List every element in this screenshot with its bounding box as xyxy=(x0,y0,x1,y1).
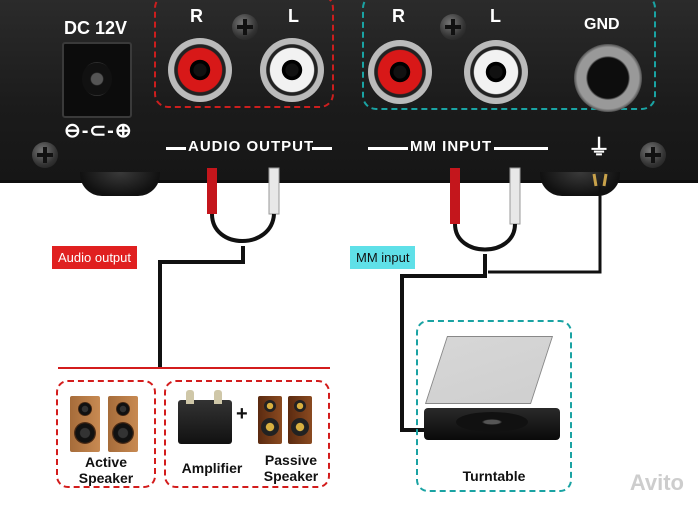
input-white-plug xyxy=(509,167,521,225)
output-red-plug xyxy=(207,168,217,214)
mm-input-zone xyxy=(362,0,656,110)
ground-wire xyxy=(488,186,602,274)
ground-symbol-icon: ⏚ xyxy=(588,135,611,160)
passive-speaker-caption: Passive Speaker xyxy=(263,452,319,484)
active-speaker-caption: Active Speaker xyxy=(78,454,134,486)
speaker-icon xyxy=(70,396,100,452)
divider xyxy=(494,147,548,150)
amplifier-passive-speaker-card: + Amplifier Passive Speaker xyxy=(164,380,330,488)
speaker-icon xyxy=(108,396,138,452)
mm-input-tag: MM input xyxy=(350,246,416,269)
speaker-icon xyxy=(258,396,282,444)
amplifier-icon xyxy=(178,390,232,444)
gnd-label: GND xyxy=(584,16,620,33)
turntable-caption: Turntable xyxy=(462,468,526,484)
speaker-icon xyxy=(288,396,312,444)
audio-output-label: AUDIO OUTPUT xyxy=(188,138,315,155)
polarity-icon: ⊖-⊂-⊕ xyxy=(64,120,133,142)
output-white-plug xyxy=(268,167,280,215)
input-right-label: R xyxy=(392,6,405,26)
ground-terminal[interactable] xyxy=(574,44,642,112)
audio-output-zone xyxy=(154,0,334,108)
divider xyxy=(368,147,408,150)
screw-icon xyxy=(440,14,466,40)
screw-icon xyxy=(232,14,258,40)
rca-output-right-jack[interactable] xyxy=(168,38,232,102)
rca-input-left-jack[interactable] xyxy=(464,40,528,104)
input-left-label: L xyxy=(490,6,501,26)
watermark: Avito xyxy=(629,470,684,495)
dc-label: DC 12V xyxy=(64,18,128,38)
input-y-cable xyxy=(453,223,517,252)
screw-icon xyxy=(32,142,58,168)
ground-spade xyxy=(592,173,608,187)
output-right-label: R xyxy=(190,6,203,26)
active-speaker-card: Active Speaker xyxy=(56,380,156,488)
input-red-plug xyxy=(450,168,460,224)
amplifier-caption: Amplifier xyxy=(181,460,243,476)
turntable-icon xyxy=(424,408,560,440)
turntable-lid xyxy=(424,336,554,404)
turntable-card: Turntable xyxy=(416,320,572,492)
dc-power-jack[interactable] xyxy=(62,42,132,118)
plus-sign: + xyxy=(236,403,248,425)
output-y-cable xyxy=(210,213,276,243)
mm-input-label: MM INPUT xyxy=(410,138,493,155)
output-cable xyxy=(158,246,245,368)
divider xyxy=(312,147,332,150)
screw-icon xyxy=(640,142,666,168)
rubber-foot xyxy=(80,172,160,196)
output-left-label: L xyxy=(288,6,299,26)
rca-output-left-jack[interactable] xyxy=(260,38,324,102)
audio-output-tag: Audio output xyxy=(52,246,138,269)
divider xyxy=(166,147,186,150)
input-cable xyxy=(400,254,487,432)
rca-input-right-jack[interactable] xyxy=(368,40,432,104)
